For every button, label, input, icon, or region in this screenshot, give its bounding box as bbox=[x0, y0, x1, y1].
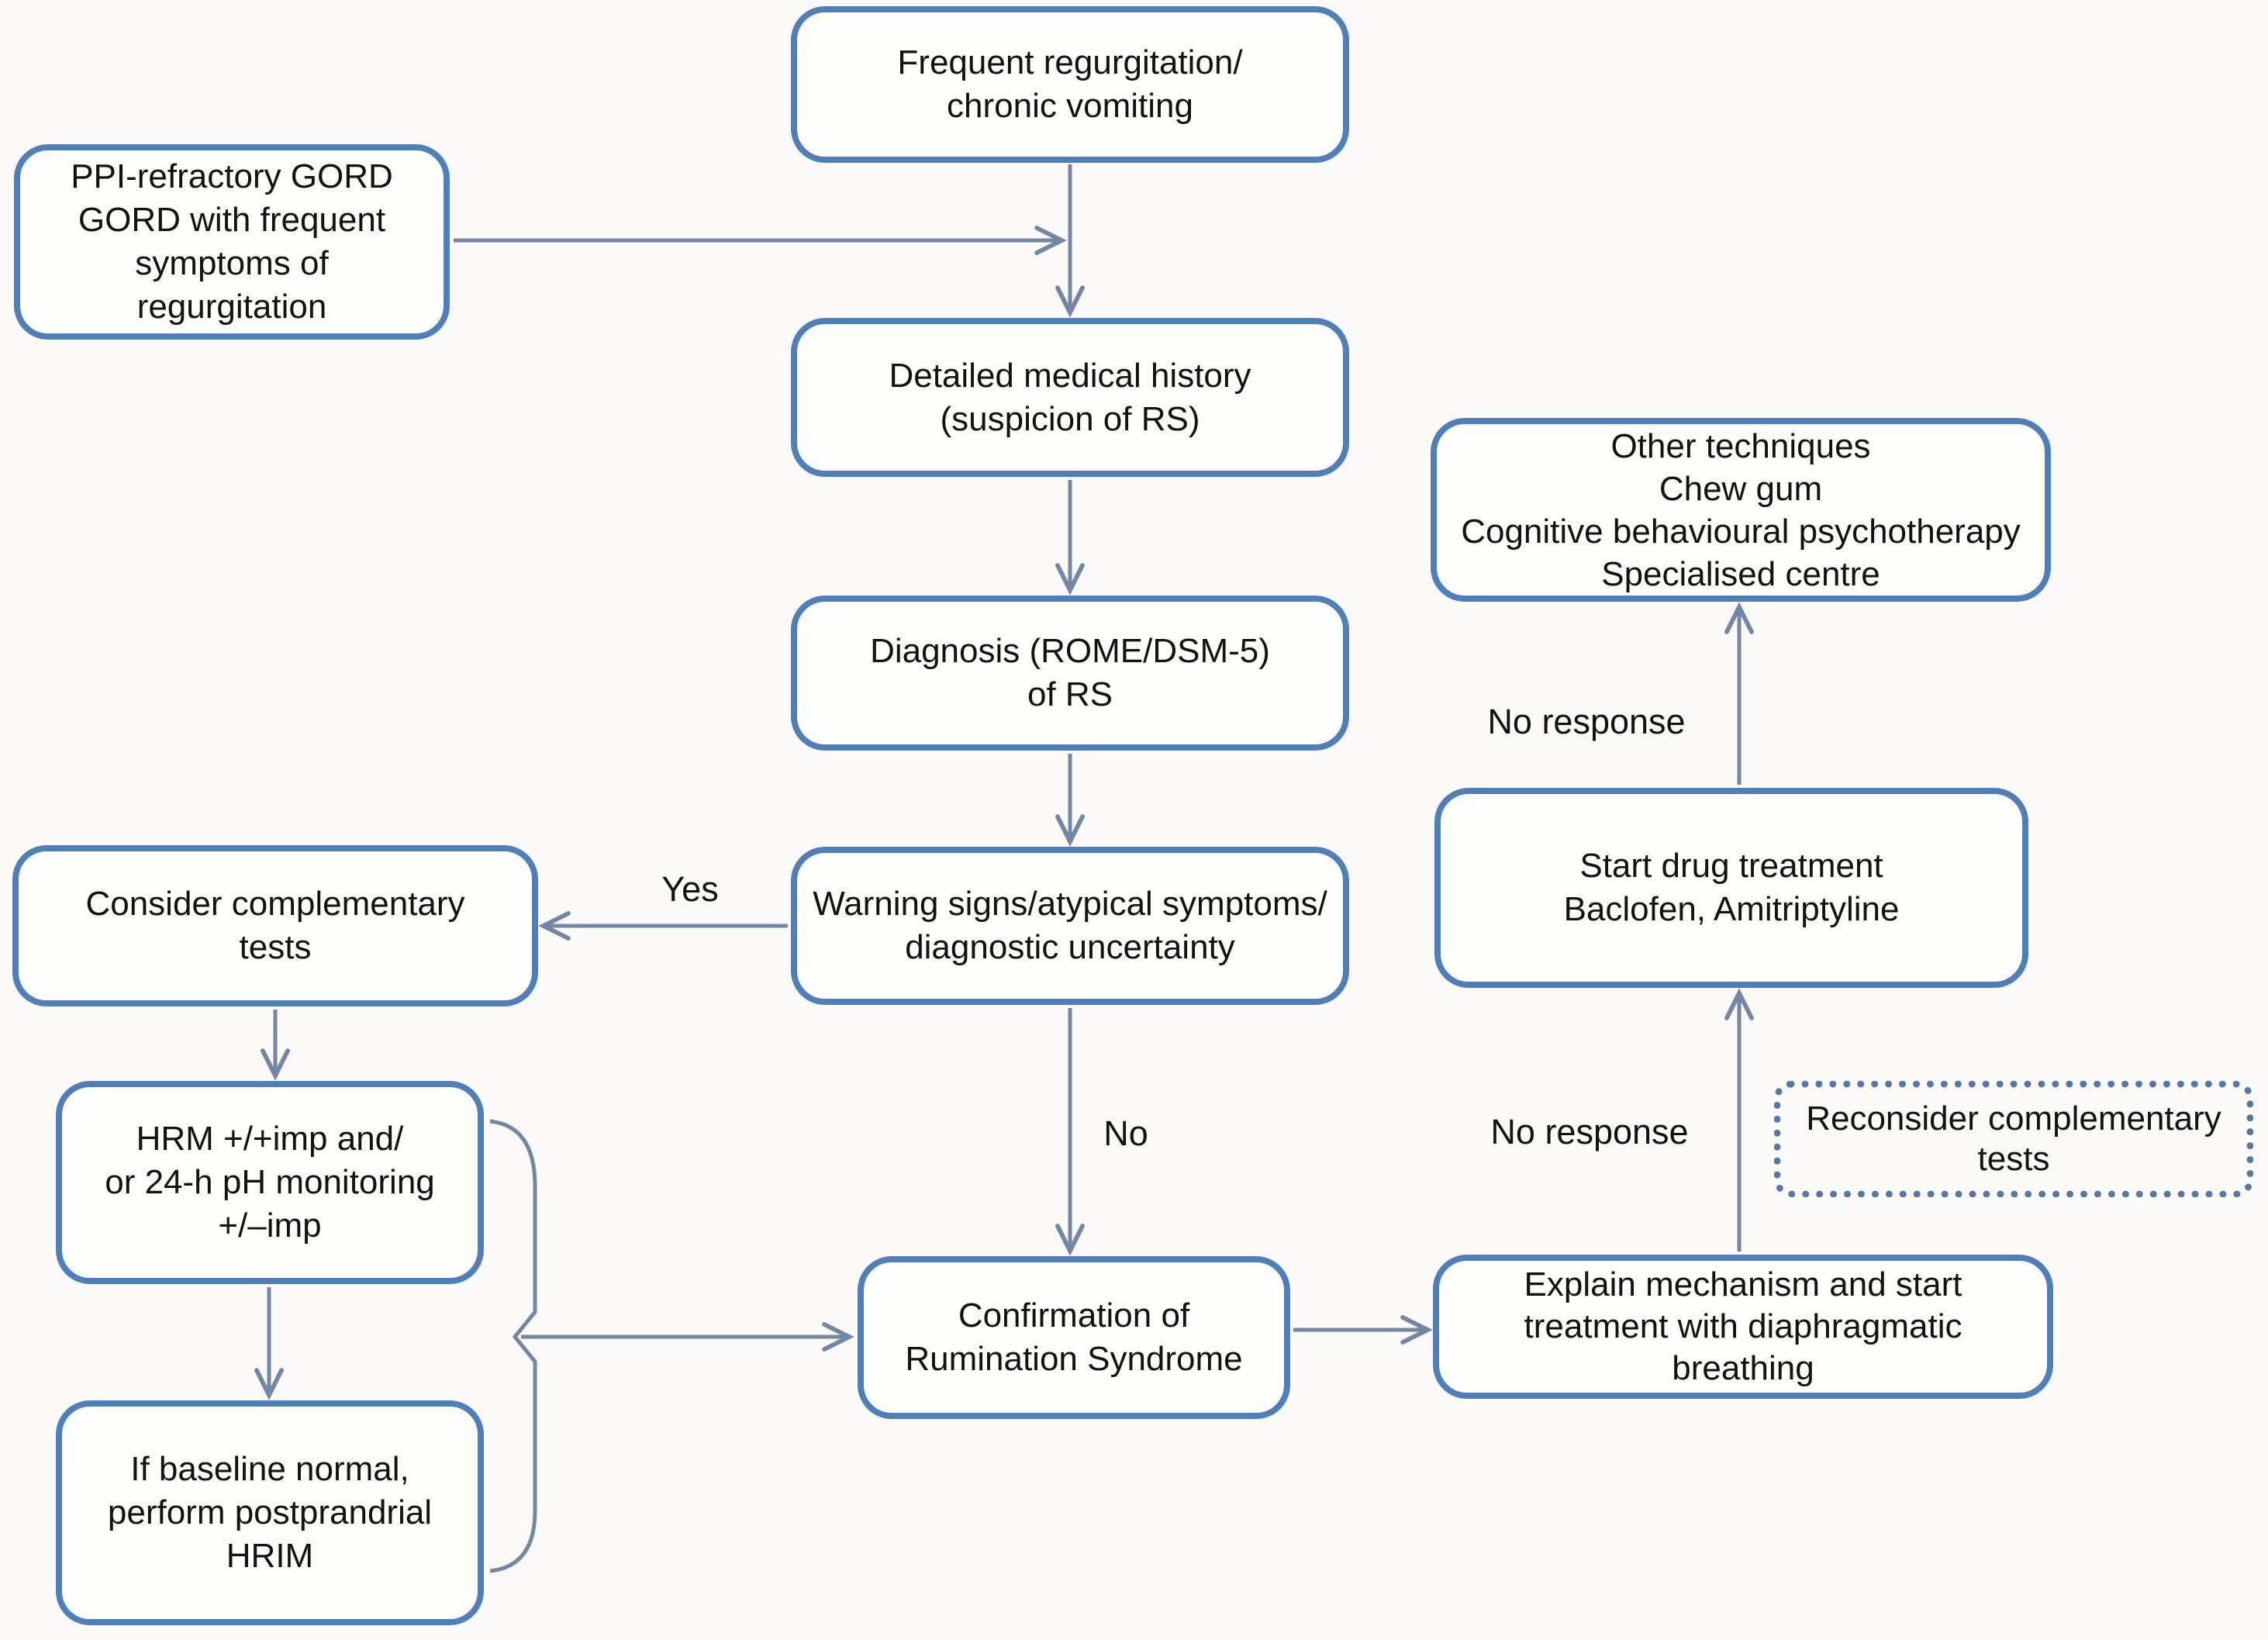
node-baseline-hrim: If baseline normal, perform postprandria… bbox=[56, 1400, 484, 1625]
label-no-response-lower: No response bbox=[1490, 1112, 1689, 1151]
node-diagnosis-rome-dsm5: Diagnosis (ROME/DSM-5) of RS bbox=[791, 596, 1349, 751]
label-yes: Yes bbox=[661, 869, 719, 909]
node-confirmation-rumination-syndrome: Confirmation of Rumination Syndrome bbox=[858, 1256, 1290, 1419]
node-reconsider-complementary-tests: Reconsider complementary tests bbox=[1774, 1081, 2253, 1197]
node-frequent-regurgitation: Frequent regurgitation/ chronic vomiting bbox=[791, 6, 1349, 163]
node-warning-signs: Warning signs/atypical symptoms/ diagnos… bbox=[791, 847, 1349, 1005]
node-other-techniques: Other techniques Chew gum Cognitive beha… bbox=[1431, 418, 2051, 602]
node-consider-complementary-tests: Consider complementary tests bbox=[12, 845, 538, 1006]
node-hrm-ph-monitoring: HRM +/+imp and/ or 24-h pH monitoring +/… bbox=[56, 1081, 484, 1284]
node-detailed-medical-history: Detailed medical history (suspicion of R… bbox=[791, 318, 1349, 477]
bracket-hrm-baseline-group bbox=[489, 1119, 537, 1573]
node-start-drug-treatment: Start drug treatment Baclofen, Amitripty… bbox=[1434, 788, 2028, 988]
node-explain-diaphragmatic-breathing: Explain mechanism and start treatment wi… bbox=[1433, 1255, 2053, 1399]
label-no: No bbox=[1103, 1113, 1148, 1153]
label-no-response-upper: No response bbox=[1487, 702, 1686, 741]
node-ppi-refractory-gord: PPI-refractory GORD GORD with frequent s… bbox=[14, 144, 450, 340]
